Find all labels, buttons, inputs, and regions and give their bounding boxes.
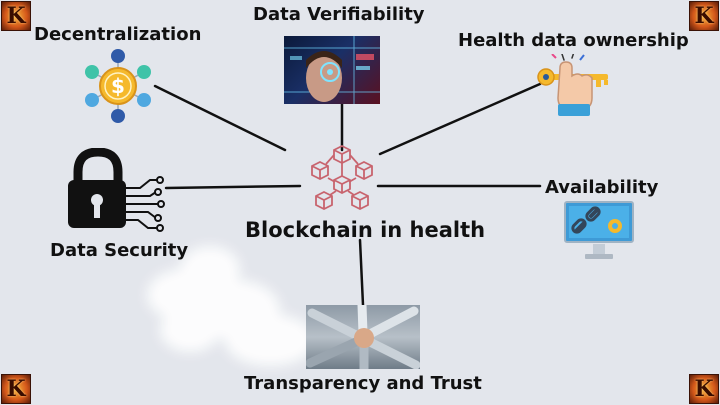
connector-health-ownership <box>378 82 542 156</box>
corner-badge-top-left: K <box>1 1 31 31</box>
hands-together-photo <box>306 305 420 369</box>
cloud-decoration <box>147 246 315 366</box>
health-data-ownership-label: Health data ownership <box>458 30 689 51</box>
corner-badge-top-right: K <box>689 1 719 31</box>
corner-badge-bottom-left: K <box>1 374 31 404</box>
svg-text:$: $ <box>111 74 125 98</box>
blockchain-cubes-icon <box>311 144 373 211</box>
coin-network-icon: $ <box>85 49 151 123</box>
corner-badge-bottom-right: K <box>689 374 719 404</box>
center-label: Blockchain in health <box>245 218 486 242</box>
hand-key-icon <box>537 54 608 116</box>
decentralization-label: Decentralization <box>34 24 202 45</box>
monitor-link-icon <box>564 201 634 259</box>
transparency-trust-label: Transparency and Trust <box>244 373 482 394</box>
data-security-label: Data Security <box>50 240 189 261</box>
padlock-circuit-icon <box>68 148 165 232</box>
face-scan-icon <box>284 36 380 104</box>
availability-label: Availability <box>545 177 659 198</box>
connector-decentralization <box>153 84 287 152</box>
connector-data-security <box>164 184 302 190</box>
data-verifiability-label: Data Verifiability <box>253 4 425 25</box>
connector-transparency <box>358 238 365 307</box>
